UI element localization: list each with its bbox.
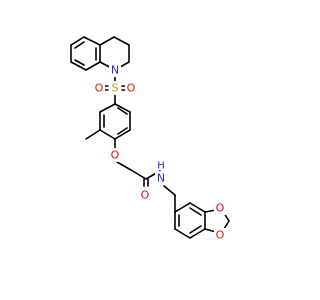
atom-label-oxygen: O — [141, 189, 150, 202]
atom-label-oxygen: O — [216, 229, 225, 242]
bond — [83, 36, 101, 46]
bond — [174, 228, 191, 239]
bond — [99, 36, 115, 46]
atom-label-oxygen: O — [95, 82, 104, 95]
bond — [85, 61, 101, 71]
structure-diagram: N S O O O O N H O O — [70, 36, 230, 242]
molecule-canvas: N S O O O O N H O O — [70, 36, 230, 242]
bond — [116, 161, 132, 171]
atom-label-nitrogen: N — [111, 64, 119, 77]
bond — [114, 129, 131, 140]
bond — [163, 185, 176, 196]
atom-label-oxygen: O — [111, 149, 120, 162]
atom-label-sulfur: S — [112, 82, 119, 95]
bond — [130, 169, 147, 180]
bond — [117, 127, 128, 135]
bond — [99, 129, 116, 140]
bond — [189, 228, 206, 239]
atom-label-nitrogen: N — [157, 172, 165, 185]
bond — [74, 59, 85, 66]
bond — [85, 129, 101, 140]
bond — [117, 107, 128, 115]
bond — [113, 36, 130, 46]
atom-label-oxygen: O — [127, 82, 136, 95]
atom-label-layer: N S O O O O N H O O — [93, 63, 226, 242]
bond — [223, 220, 230, 230]
bond — [189, 225, 202, 234]
atom-label-oxygen: O — [216, 202, 225, 215]
bond — [74, 41, 85, 49]
bond — [114, 103, 131, 113]
bond — [70, 61, 87, 71]
bond — [99, 103, 116, 113]
bond — [189, 207, 202, 216]
bond-layer — [70, 36, 230, 239]
bond — [174, 202, 191, 213]
bond — [189, 202, 206, 213]
bond — [70, 36, 85, 46]
atom-label-hydrogen: H — [157, 161, 165, 172]
